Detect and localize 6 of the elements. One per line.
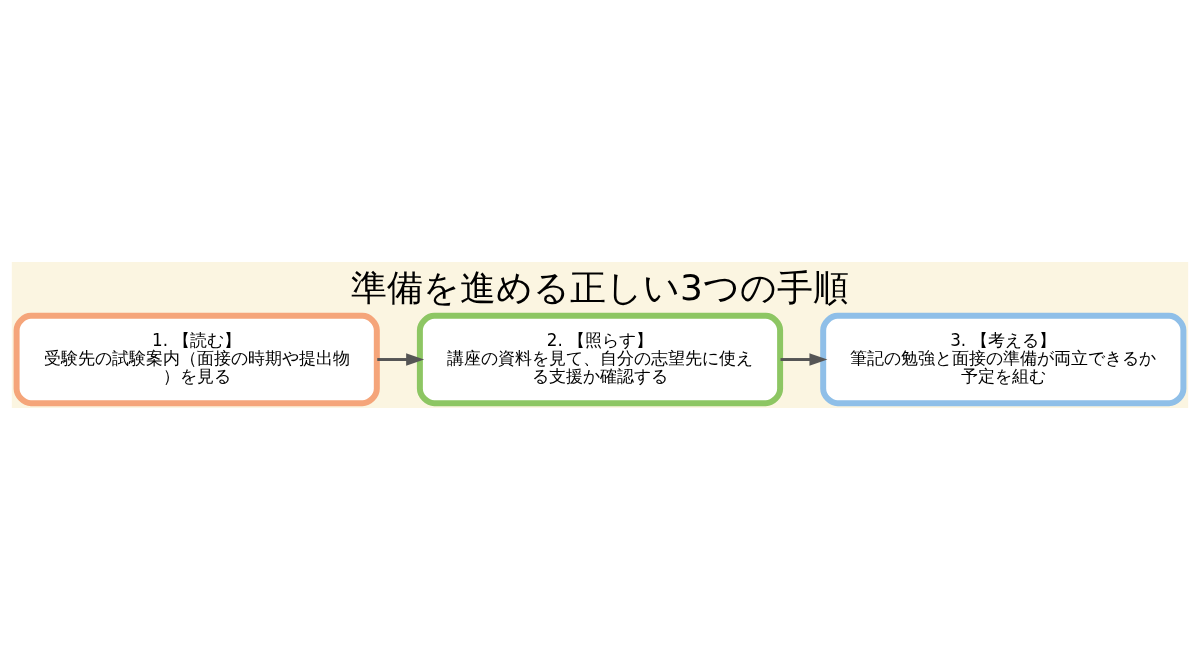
node-box: 2. 【照らす】 講座の資料を見て、自分の志望先に使える支援か確認する [416, 312, 784, 407]
arrow [377, 353, 425, 366]
node-box: 1. 【読む】 受験先の試験案内（面接の時期や提出物）を見る [13, 312, 380, 407]
arrow [780, 353, 828, 366]
diagram-title: 準備を進める正しい3つの手順 [351, 267, 849, 309]
node-box: 3. 【考える】 筆記の勉強と面接の準備が両立できるか予定を組む [820, 312, 1187, 407]
